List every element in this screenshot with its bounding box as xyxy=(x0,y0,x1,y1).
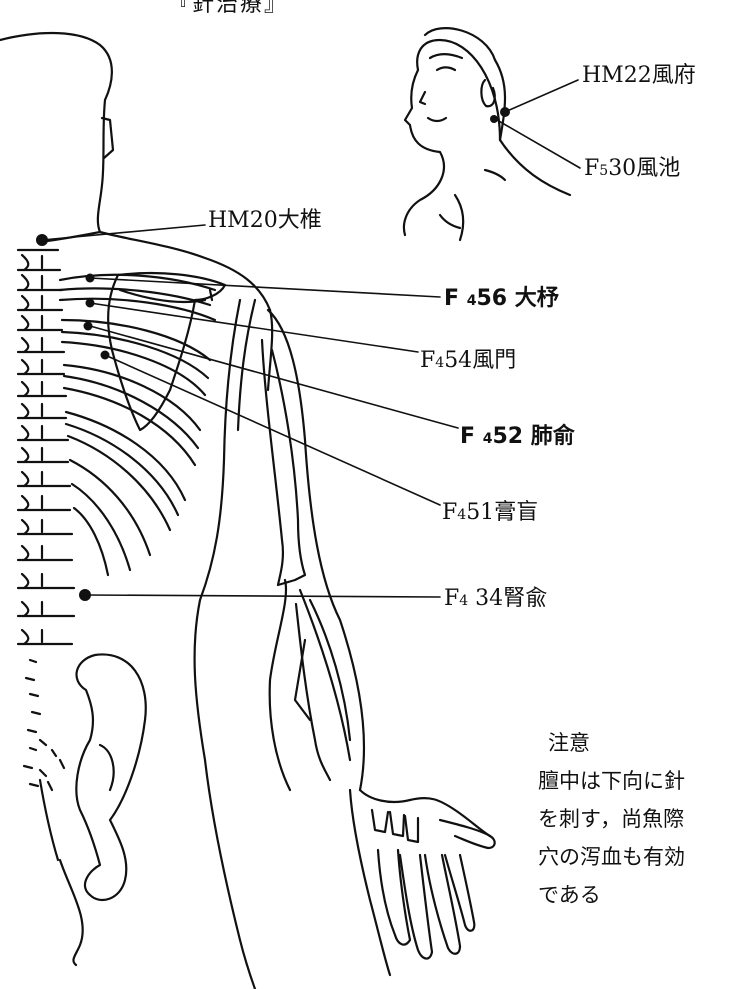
book-title-fragment: 『針治療』 xyxy=(168,0,288,18)
label-num: 56 xyxy=(476,286,507,311)
label-code: F xyxy=(444,586,459,611)
note-title: 注意 xyxy=(548,724,736,762)
label-f451: F451膏盲 xyxy=(442,500,538,528)
arm xyxy=(238,300,495,975)
label-f456: F 456 大杼 xyxy=(444,286,559,314)
label-sub: 4 xyxy=(467,293,477,309)
label-sub: 4 xyxy=(459,593,468,609)
label-num: 54 xyxy=(444,348,472,373)
label-sub: 4 xyxy=(457,507,466,523)
point-dot-hm20 xyxy=(36,234,48,246)
caution-note: 注意 膻中は下向に針 を刺す，尚魚際 穴の泻血も有効 である xyxy=(538,724,736,914)
point-dot-f456 xyxy=(86,274,95,283)
point-dot-f452 xyxy=(84,322,93,331)
note-line: 膻中は下向に針 xyxy=(538,762,736,800)
label-num: 52 xyxy=(492,424,523,449)
point-dot-f454 xyxy=(86,299,95,308)
label-hm22: HM22風府 xyxy=(582,63,696,89)
label-sub: 4 xyxy=(483,431,493,447)
point-dot-hm22 xyxy=(500,107,510,117)
label-num: 30 xyxy=(608,156,636,181)
label-name: 肺俞 xyxy=(523,424,575,449)
label-name: 風府 xyxy=(652,63,696,88)
spine xyxy=(18,250,74,790)
label-f434: F4 34腎兪 xyxy=(444,586,547,614)
point-dot-f451 xyxy=(101,351,110,360)
label-f452: F 452 肺俞 xyxy=(460,424,575,452)
pelvis xyxy=(40,654,146,965)
note-line: である xyxy=(538,876,736,914)
point-dot-f434 xyxy=(79,589,91,601)
label-name: 風池 xyxy=(636,156,680,181)
label-f454: F454風門 xyxy=(420,348,516,376)
label-f530: F530風池 xyxy=(584,156,680,184)
label-num: 34 xyxy=(468,586,503,611)
note-line: 穴の泻血も有効 xyxy=(538,838,736,876)
head-inset xyxy=(404,28,570,240)
label-code: HM20 xyxy=(208,208,278,233)
label-sub: 4 xyxy=(435,355,444,371)
point-dot-f530 xyxy=(490,115,498,123)
label-name: 大杼 xyxy=(507,286,559,311)
label-num: 51 xyxy=(466,500,494,525)
label-name: 大椎 xyxy=(278,208,322,233)
label-code: HM22 xyxy=(582,63,652,88)
label-code: F xyxy=(420,348,435,373)
label-code: F xyxy=(460,424,483,449)
note-line: を刺す，尚魚際 xyxy=(538,800,736,838)
label-code: F xyxy=(442,500,457,525)
label-sub: 5 xyxy=(599,163,608,179)
label-code: F xyxy=(584,156,599,181)
label-name: 膏盲 xyxy=(494,500,538,525)
label-name: 風門 xyxy=(472,348,516,373)
label-code: F xyxy=(444,286,467,311)
label-hm20: HM20大椎 xyxy=(208,208,322,234)
label-name: 腎兪 xyxy=(503,586,547,611)
